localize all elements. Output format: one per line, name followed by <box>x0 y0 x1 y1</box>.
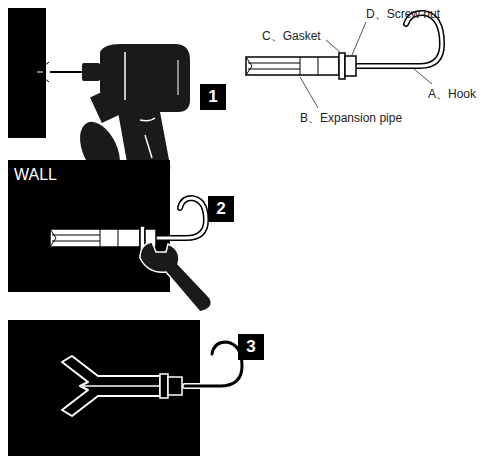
callout-number: 3 <box>238 334 264 360</box>
part-label: A、Hook <box>428 86 476 103</box>
callout-number: 2 <box>208 196 234 222</box>
part-label: B、Expansion pipe <box>300 110 402 127</box>
anchor-in-wall <box>50 198 206 250</box>
wall-section <box>8 160 170 292</box>
exploded-anchor <box>246 13 442 79</box>
wrench <box>140 242 211 312</box>
expanded-anchor <box>62 342 242 416</box>
wall-section <box>8 8 46 138</box>
part-label: C、Gasket <box>262 28 321 45</box>
part-label: D、Screw nut <box>366 6 440 23</box>
wall-label: WALL <box>14 166 57 184</box>
wall-section <box>8 320 200 456</box>
callout-number: 1 <box>200 84 226 110</box>
